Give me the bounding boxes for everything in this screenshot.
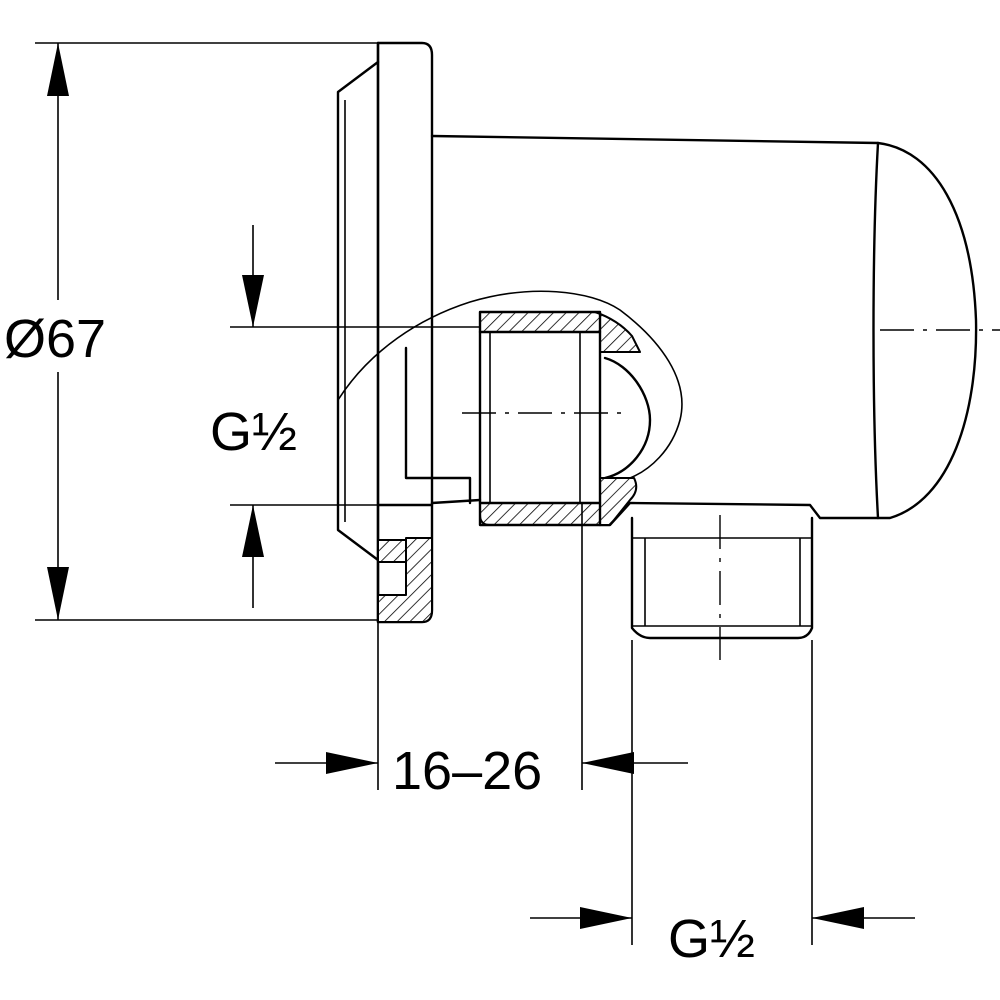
- thread-left-label: G½: [210, 402, 297, 462]
- center-lines: [462, 329, 1000, 660]
- threaded-insert: [478, 310, 602, 527]
- dimension-thread-bottom: G½: [530, 640, 915, 969]
- outlet-nipple: [630, 516, 814, 640]
- depth-label: 16–26: [392, 741, 542, 801]
- dimension-thread-left: G½: [210, 225, 480, 608]
- thread-bottom-label: G½: [668, 909, 755, 969]
- diameter-label: Ø67: [4, 309, 106, 369]
- fitting-body: [336, 41, 978, 624]
- dimension-diameter: Ø67: [0, 42, 378, 621]
- dimension-depth: 16–26: [275, 503, 688, 801]
